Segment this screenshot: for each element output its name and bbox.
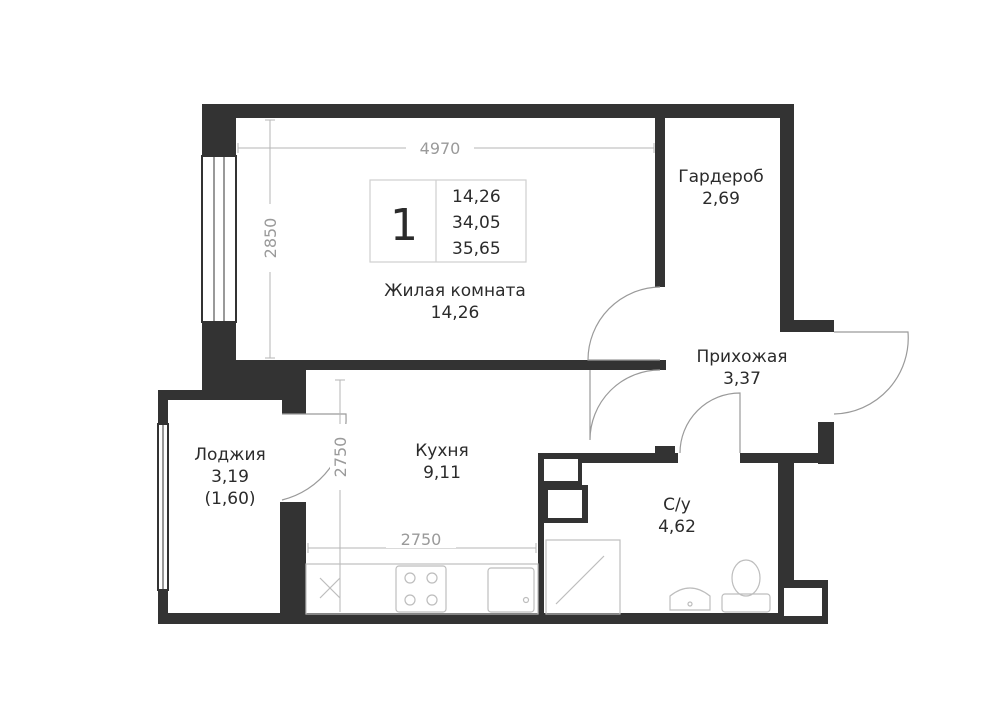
toilet	[721, 593, 771, 613]
dim-living-depth: 2850	[261, 218, 280, 259]
wall-column	[282, 380, 306, 414]
room-kitchen-area: 9,11	[423, 463, 461, 483]
room-living-name: Жилая комната	[384, 281, 526, 301]
kitchen-fixtures	[305, 563, 539, 615]
bathroom-fixtures	[545, 539, 771, 615]
room-loggia-name: Лоджия	[194, 445, 266, 465]
wall-bath-top	[538, 453, 678, 463]
shower	[545, 539, 621, 615]
wall-loggia-left-bottom	[158, 590, 168, 624]
sink-kitchen	[487, 567, 535, 613]
wall-left-upper	[202, 104, 236, 156]
windows	[157, 155, 237, 591]
wall-right-stub	[780, 320, 834, 332]
wall-living-bottom	[236, 360, 666, 370]
wall-top	[202, 104, 794, 118]
door-entrance	[833, 331, 909, 415]
room-bathroom-name: С/у	[663, 495, 691, 515]
room-labels: Жилая комната 14,26 Гардероб 2,69 Прихож…	[194, 167, 787, 537]
wall-loggia-right	[280, 502, 306, 617]
wall-loggia-left-top	[158, 390, 168, 424]
apartment-badge: 1 14,26 34,05 35,65	[369, 179, 527, 263]
room-living-area: 14,26	[431, 303, 480, 323]
wall-bath-right	[778, 453, 794, 583]
room-hallway-area: 3,37	[723, 369, 761, 389]
door-living	[587, 286, 661, 361]
room-bathroom-area: 4,62	[658, 517, 696, 537]
wall-wardrobe-partition	[655, 115, 665, 287]
wall-right-upper	[780, 104, 794, 330]
dim-kitchen-depth: 2750	[331, 437, 350, 478]
stove	[395, 565, 447, 613]
walls	[158, 104, 834, 624]
doors	[281, 286, 909, 501]
dim-kitchen-width: 2750	[401, 530, 442, 549]
washbasin	[669, 587, 711, 611]
wall-entrance-right	[818, 422, 834, 464]
door-bathroom	[679, 392, 741, 454]
window-living	[201, 155, 237, 323]
badge-total-area: 34,05	[452, 213, 501, 233]
badge-living-area: 14,26	[452, 187, 501, 207]
door-hall-kitchen	[589, 369, 661, 441]
wall-loggia-top	[158, 390, 282, 400]
badge-room-count: 1	[390, 200, 418, 251]
dim-living-width: 4970	[420, 139, 461, 158]
room-loggia-area-reduced: (1,60)	[204, 489, 255, 509]
room-wardrobe-area: 2,69	[702, 189, 740, 209]
room-wardrobe-name: Гардероб	[678, 167, 763, 187]
badge-area-with-loggia: 35,65	[452, 239, 501, 259]
room-hallway-name: Прихожая	[696, 347, 787, 367]
room-kitchen-name: Кухня	[415, 441, 469, 461]
room-loggia-area: 3,19	[211, 467, 249, 487]
wall-bottom	[158, 613, 828, 624]
wall-bath-left	[538, 453, 544, 617]
